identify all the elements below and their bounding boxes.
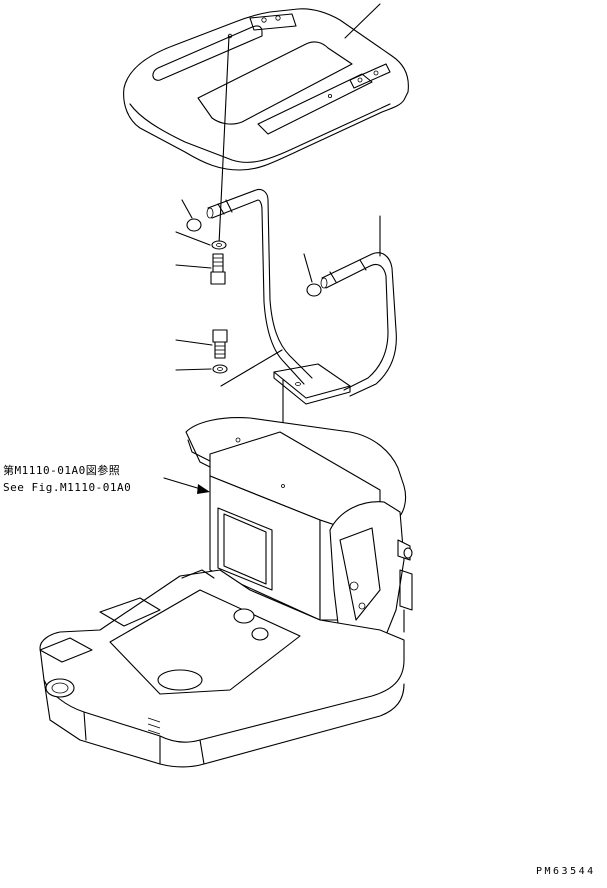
drawing-number: PM63544: [536, 866, 596, 877]
reference-leader-arrow: [163, 477, 210, 494]
bolt-upper: [175, 253, 226, 285]
seat-stand-frame: [39, 417, 413, 768]
reference-note-japanese: 第M1110-01A0図参照: [3, 464, 121, 477]
grab-rail-right: [273, 215, 397, 405]
washer-upper: [175, 231, 227, 250]
cap-left: [181, 199, 202, 232]
washer-lower: [175, 349, 283, 387]
reference-note-english: See Fig.M1110-01A0: [3, 481, 132, 494]
cap-right: [303, 253, 322, 297]
bolt-lower: [175, 329, 228, 359]
seat-cover: [123, 3, 409, 171]
